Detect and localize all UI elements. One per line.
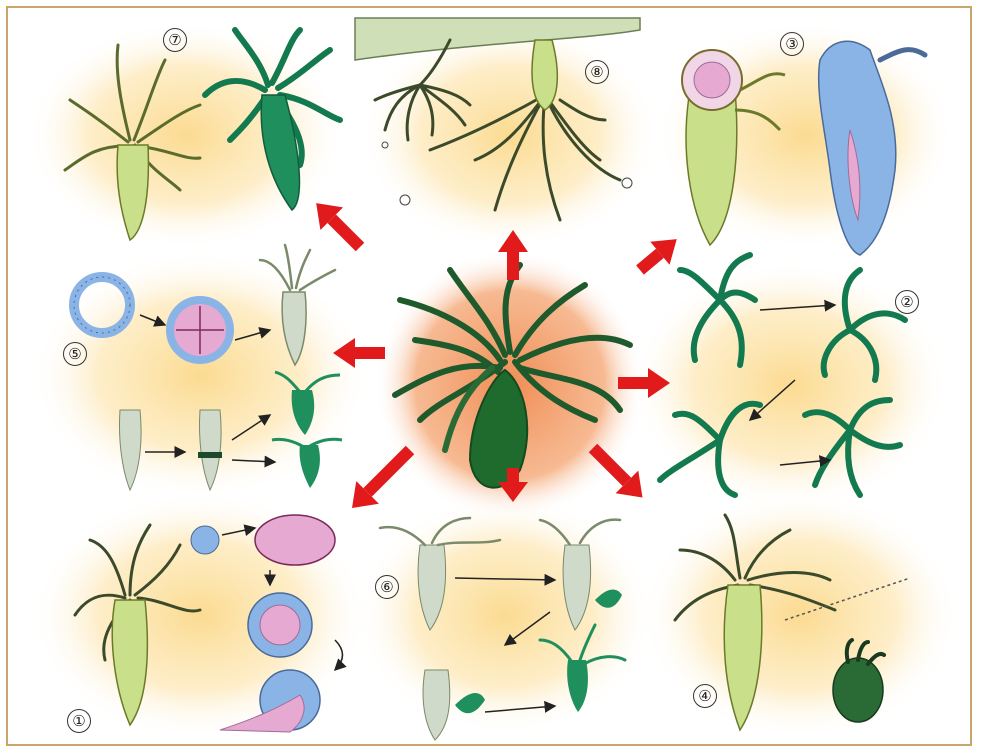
panel-number-4: ④: [693, 684, 717, 708]
panel-backgrounds: [25, 20, 960, 740]
panel-number-6: ⑥: [375, 575, 399, 599]
panel-number-7: ⑦: [163, 28, 187, 52]
panel-number-2: ②: [895, 290, 919, 314]
panel-number-8: ⑧: [585, 60, 609, 84]
glow-panel-4: [640, 490, 960, 740]
panel-number-5: ⑤: [63, 342, 87, 366]
arrow-to-3: [630, 228, 686, 282]
panel-number-3: ③: [780, 32, 804, 56]
panel-number-1: ①: [67, 709, 91, 733]
arrow-to-1: [341, 439, 422, 520]
glow-panel-6: [355, 495, 655, 735]
